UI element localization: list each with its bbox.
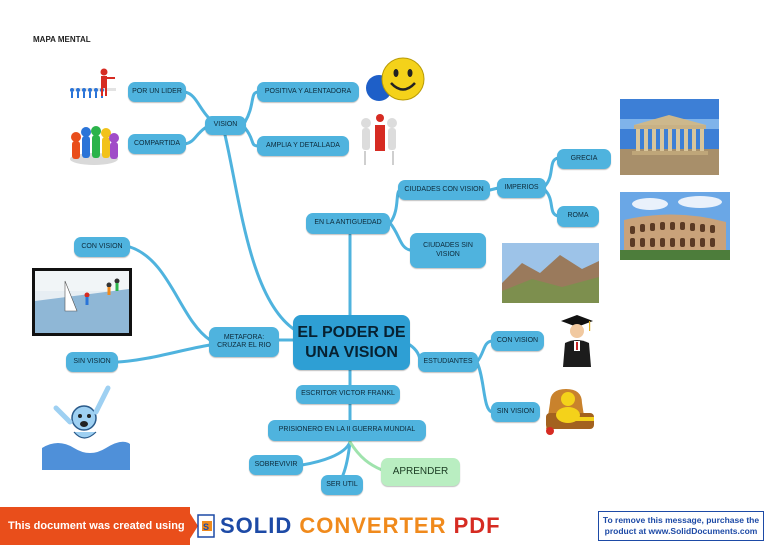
node-grecia: GRECIA (557, 149, 611, 169)
colosseum-image (620, 192, 730, 260)
leader-figures-image (66, 66, 122, 102)
watermark-banner: This document was created using S SOLID … (0, 507, 768, 545)
node-prisionero-guerra: PRISIONERO EN LA II GUERRA MUNDIAL (268, 420, 426, 441)
node-vision: VISION (205, 116, 246, 135)
river-crossing-image (32, 268, 132, 336)
node-ciudades-sin-line1: CIUDADES SIN (423, 242, 473, 250)
node-con-vision-left: CON VISION (74, 237, 130, 257)
lazy-man-image (542, 383, 602, 438)
node-roma: ROMA (557, 206, 599, 227)
drowning-man-image (38, 378, 130, 470)
solid-document-icon: S (196, 513, 218, 539)
node-metafora-line2: CRUZAR EL RIO (217, 342, 271, 350)
parthenon-image (620, 99, 719, 175)
banner-created-using-text: This document was created using (0, 507, 190, 545)
brand-pdf-text: PDF (454, 513, 501, 538)
remove-message-line2: product at www.SolidDocuments.com (603, 526, 759, 537)
node-sobrevivir: SOBREVIVIR (249, 455, 303, 475)
node-compartida: COMPARTIDA (128, 134, 186, 154)
node-ciudades-sin-line2: VISION (436, 251, 460, 259)
remove-message-line1: To remove this message, purchase the (603, 515, 759, 526)
node-sin-vision-right: SIN VISION (491, 402, 540, 422)
node-amplia-detallada: AMPLIA Y DETALLADA (257, 136, 349, 156)
mountain-image (502, 243, 599, 303)
node-sin-vision-left: SIN VISION (66, 352, 118, 372)
brand-converter-text: CONVERTER (299, 513, 446, 538)
node-en-la-antiguedad: EN LA ANTIGUEDAD (306, 213, 390, 234)
brand-solid-text: SOLID (220, 513, 292, 538)
node-ser-util: SER UTIL (321, 475, 363, 495)
node-imperios: IMPERIOS (497, 178, 546, 198)
node-ciudades-con-vision: CIUDADES CON VISION (398, 180, 490, 200)
node-estudiantes: ESTUDIANTES (418, 352, 478, 372)
node-metafora-line1: METAFORA: (224, 334, 264, 342)
node-metafora: METAFORA: CRUZAR EL RIO (209, 327, 279, 357)
central-topic-line2: UNA VISION (305, 343, 398, 363)
node-ciudades-sin-vision: CIUDADES SIN VISION (410, 233, 486, 268)
central-topic-node: EL PODER DE UNA VISION (293, 315, 410, 370)
graduate-image (555, 311, 595, 369)
idea-figures-image (358, 109, 402, 169)
node-aprender: APRENDER (381, 458, 460, 486)
solid-converter-logo: SOLID CONVERTER PDF (220, 513, 501, 539)
node-positiva-alentadora: POSITIVA Y ALENTADORA (257, 82, 359, 102)
smiley-face-image (365, 56, 428, 103)
node-por-un-lider: POR UN LIDER (128, 82, 186, 102)
node-con-vision-right: CON VISION (491, 331, 544, 351)
node-escritor-victor-frankl: ESCRITOR VICTOR FRANKL (296, 385, 400, 404)
svg-text:S: S (203, 522, 209, 532)
remove-message-link[interactable]: To remove this message, purchase the pro… (598, 511, 764, 541)
team-figures-image (66, 123, 122, 167)
central-topic-line1: EL PODER DE (297, 323, 405, 343)
